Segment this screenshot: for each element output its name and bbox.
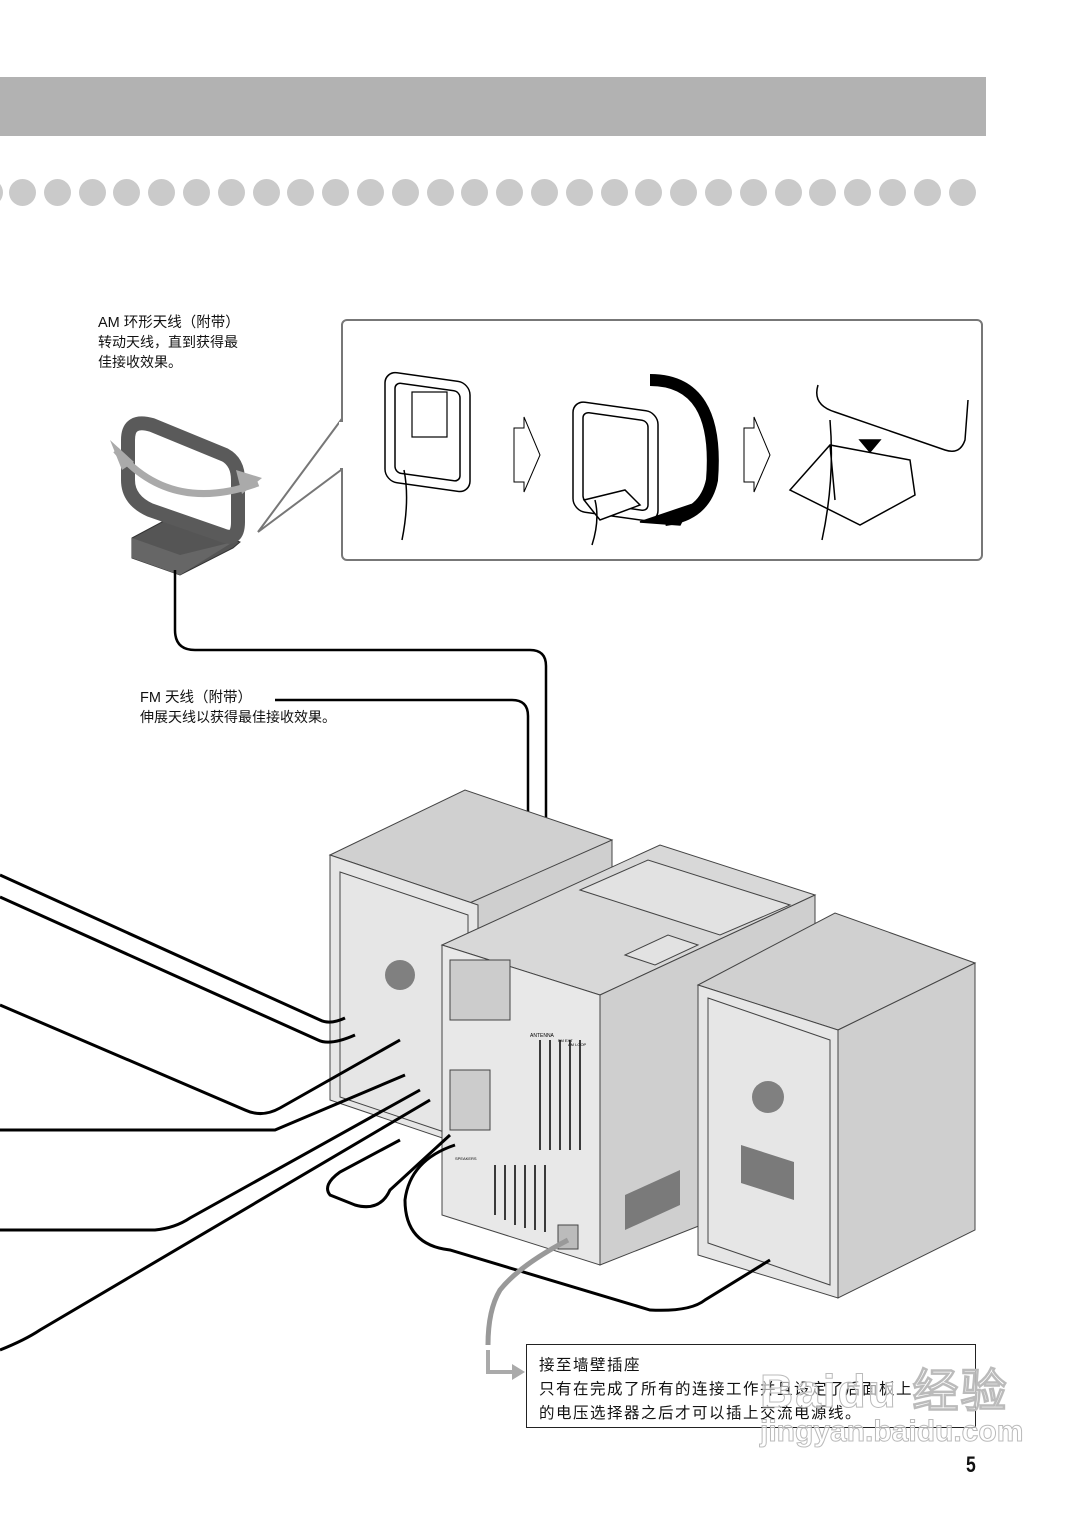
divider-dot: [461, 179, 489, 206]
divider-dot: [600, 179, 628, 206]
divider-dot: [0, 179, 3, 206]
divider-dot: [670, 179, 698, 206]
divider-dot: [9, 179, 36, 206]
divider-dot: [426, 179, 454, 206]
divider-dot: [774, 179, 802, 206]
label-fm-ext: FM EXT: [558, 1038, 573, 1043]
power-outlet-arrow: [486, 1350, 515, 1374]
divider-dot: [78, 179, 106, 206]
power-note-box: 接至墙壁插座 只有在完成了所有的连接工作并且设定了后面板上 的电压选择器之后才可…: [526, 1344, 976, 1428]
fm-antenna-title: FM 天线（附带）: [140, 690, 252, 706]
divider-dot: [217, 179, 245, 206]
external-cables: [0, 873, 771, 1352]
divider-dot: [531, 179, 558, 206]
power-cord: [485, 1237, 570, 1346]
divider-dot: [148, 179, 176, 206]
vent-slots: [494, 1040, 581, 1232]
divider-dot: [391, 179, 419, 206]
label-speakers: SPEAKERS: [455, 1156, 477, 1161]
divider-dot: [252, 179, 280, 206]
dotted-divider: [0, 179, 986, 207]
am-antenna-caption: AM 环形天线（附带） 转动天线，直到获得最 佳接收效果。: [98, 313, 288, 373]
label-am-loop: AM LOOP: [568, 1042, 587, 1047]
divider-dot: [879, 179, 906, 206]
divider-dot: [43, 179, 71, 206]
section-header-bar: [0, 77, 986, 136]
divider-dot: [635, 179, 663, 206]
divider-dot: [113, 179, 141, 206]
inset-step-2: [572, 374, 719, 546]
power-note-line2: 的电压选择器之后才可以插上交流电源线。: [539, 1404, 863, 1422]
am-antenna-instruction-line1: 转动天线，直到获得最: [98, 335, 238, 351]
divider-dot: [809, 179, 837, 206]
divider-dot: [705, 179, 732, 206]
divider-dot: [913, 179, 941, 206]
right-speaker: [696, 912, 977, 1299]
divider-dot: [322, 179, 350, 206]
divider-dot: [183, 179, 210, 206]
am-loop-antenna-illustration: [110, 416, 548, 1100]
divider-dot: [496, 179, 524, 206]
label-antenna: ANTENNA: [530, 1033, 555, 1039]
step-arrow-2: [743, 416, 771, 493]
power-note-title: 接至墙壁插座: [539, 1356, 642, 1374]
callout-pointer: [257, 416, 342, 533]
divider-dot: [739, 179, 767, 206]
inset-step-3: [788, 384, 969, 541]
divider-dot: [844, 179, 872, 206]
fm-antenna-description: 伸展天线以获得最佳接收效果。: [140, 710, 336, 726]
divider-dot: [357, 179, 384, 206]
divider-dot: [948, 179, 976, 206]
inset-step-1: [384, 371, 471, 541]
divider-dot: [565, 179, 593, 206]
divider-dot: [287, 179, 315, 206]
fm-antenna-wire: [275, 698, 530, 1100]
am-antenna-instruction-line2: 佳接收效果。: [98, 355, 182, 371]
page-number: 5: [966, 1452, 976, 1477]
fm-antenna-caption: FM 天线（附带） 伸展天线以获得最佳接收效果。: [140, 688, 420, 728]
step-arrow-1: [513, 416, 541, 493]
am-antenna-title: AM 环形天线（附带）: [98, 315, 240, 331]
power-note-line1: 只有在完成了所有的连接工作并且设定了后面板上: [539, 1380, 914, 1398]
